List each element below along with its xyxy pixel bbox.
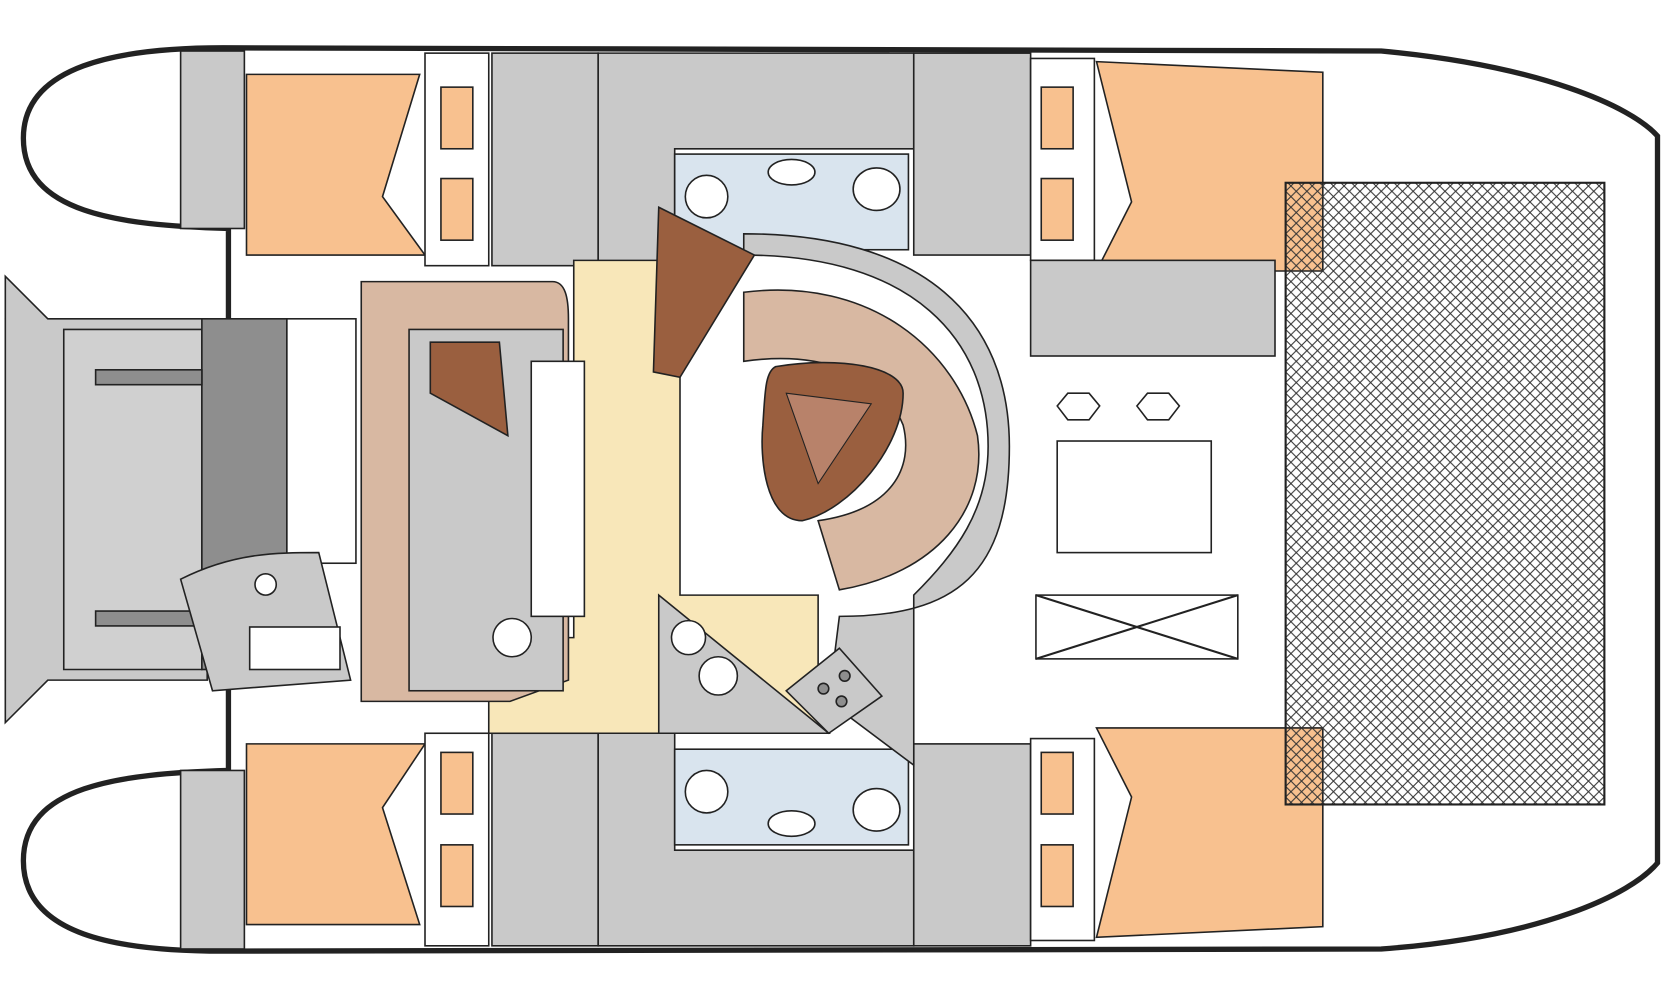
- forward-cockpit: [1029, 181, 1606, 806]
- aft-cabin-berth-top: [245, 73, 427, 256]
- aft-cockpit: [4, 274, 357, 725]
- aft-cabin-berth-bottom: [245, 743, 427, 926]
- saloon: [360, 205, 1011, 767]
- bottom-hull: [179, 727, 1324, 950]
- trampoline-net: [1284, 181, 1606, 806]
- top-hull: [179, 50, 1324, 272]
- galley-stove: [785, 647, 884, 735]
- engine-panel: [248, 626, 341, 671]
